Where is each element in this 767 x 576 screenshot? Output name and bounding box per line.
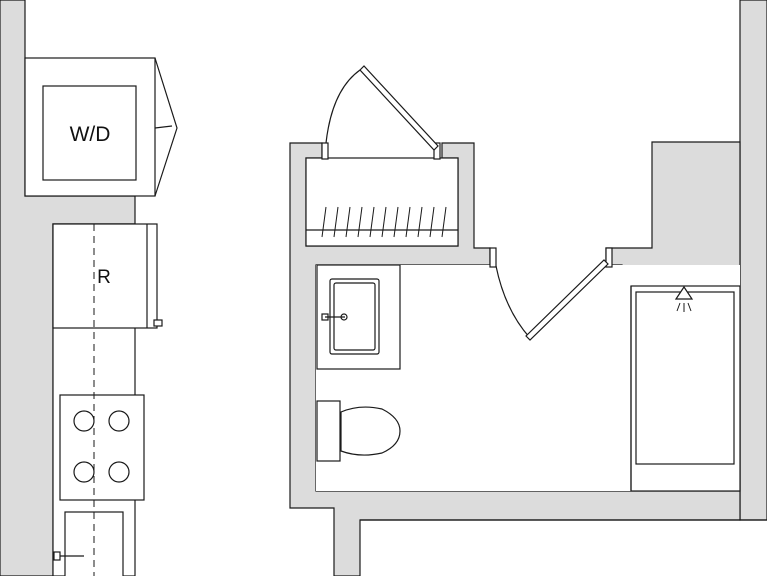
burner-front-left [73,410,95,432]
hanging-rod [321,206,447,238]
bathroom [316,247,741,492]
washer-dryer [24,57,178,197]
closet [305,65,459,247]
shower [630,285,741,492]
burner-front-right [108,410,130,432]
cooktop [59,394,145,501]
refrigerator-label: R [97,267,111,288]
toilet-tank [316,400,341,462]
closet-door-leaf [359,65,439,151]
bath-door-leaf [525,259,609,341]
burner-back-right [108,461,130,483]
bath-door-swing [495,265,531,339]
right-wall [739,0,767,521]
washer-dryer-label: W/D [70,123,111,146]
burner-back-left [73,461,95,483]
refrigerator [52,223,158,329]
closet-door-swing [325,69,361,144]
shower-head-icon [674,285,694,300]
toilet-bowl [340,406,401,456]
